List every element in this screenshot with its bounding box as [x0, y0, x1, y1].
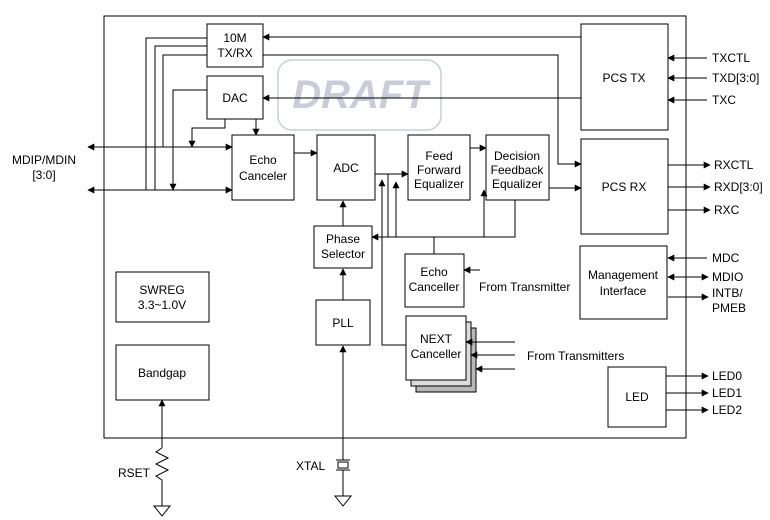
- block-10m-txrx: 10M TX/RX: [206, 23, 264, 68]
- svg-text:Canceller: Canceller: [409, 280, 460, 294]
- pin-intb: INTB/: [712, 286, 743, 300]
- xtal-label: XTAL: [296, 459, 325, 473]
- block-echo-canceler: Echo Canceler: [231, 134, 295, 201]
- from-transmitter-label: From Transmitter: [479, 280, 570, 294]
- mdi-label: MDIP/MDIN [3:0]: [12, 153, 76, 182]
- svg-text:Equalizer: Equalizer: [414, 177, 464, 191]
- svg-text:Echo: Echo: [420, 265, 448, 279]
- svg-text:ADC: ADC: [333, 161, 359, 175]
- block-pcs-tx: PCS TX: [580, 23, 669, 131]
- pin-rxctl: RXCTL: [714, 158, 754, 172]
- svg-text:Selector: Selector: [321, 247, 365, 261]
- svg-text:10M: 10M: [223, 31, 246, 45]
- block-next-canceller: NEXT Canceller: [405, 315, 477, 393]
- block-phase-selector: Phase Selector: [313, 225, 373, 269]
- pin-mdio: MDIO: [712, 270, 743, 284]
- block-pcs-rx: PCS RX: [580, 138, 669, 235]
- svg-text:NEXT: NEXT: [420, 332, 453, 346]
- pin-rxd: RXD[3:0]: [714, 180, 763, 194]
- pin-rxc: RXC: [714, 203, 740, 217]
- pin-led0: LED0: [712, 369, 742, 383]
- svg-text:MDIP/MDIN: MDIP/MDIN: [12, 153, 76, 167]
- svg-text:Bandgap: Bandgap: [138, 366, 186, 380]
- svg-text:SWREG: SWREG: [139, 283, 184, 297]
- pin-txctl: TXCTL: [712, 51, 750, 65]
- rset-label: RSET: [118, 466, 151, 480]
- block-pll: PLL: [315, 299, 371, 346]
- draft-watermark: DRAFT: [277, 59, 442, 131]
- block-swreg: SWREG 3.3~1.0V: [115, 271, 210, 323]
- connections: [87, 33, 711, 517]
- svg-text:Phase: Phase: [326, 232, 360, 246]
- block-bandgap: Bandgap: [115, 344, 210, 401]
- svg-text:Decision: Decision: [494, 149, 540, 163]
- block-management-interface: Management Interface: [579, 245, 668, 320]
- svg-text:3.3~1.0V: 3.3~1.0V: [138, 298, 186, 312]
- rset-resistor-symbol: [152, 447, 172, 517]
- svg-text:DRAFT: DRAFT: [292, 73, 431, 117]
- pin-mdc: MDC: [712, 251, 740, 265]
- block-echo-canceller: Echo Canceller: [404, 253, 465, 308]
- from-transmitters-label: From Transmitters: [527, 349, 624, 363]
- svg-text:Management: Management: [588, 268, 659, 282]
- svg-text:[3:0]: [3:0]: [32, 168, 55, 182]
- svg-text:PLL: PLL: [332, 316, 354, 330]
- svg-text:PCS RX: PCS RX: [602, 180, 647, 194]
- block-dac: DAC: [206, 75, 264, 120]
- pin-pmeb: PMEB: [712, 301, 746, 315]
- block-led: LED: [607, 366, 667, 428]
- svg-text:Feedback: Feedback: [491, 163, 545, 177]
- block-adc: ADC: [316, 134, 376, 201]
- pin-led2: LED2: [712, 403, 742, 417]
- svg-text:PCS TX: PCS TX: [602, 71, 645, 85]
- block-decision-feedback-equalizer: Decision Feedback Equalizer: [485, 134, 550, 201]
- svg-text:Echo: Echo: [249, 153, 277, 167]
- pin-txd: TXD[3:0]: [712, 71, 759, 85]
- xtal-crystal-symbol: [333, 459, 353, 507]
- block-feed-forward-equalizer: Feed Forward Equalizer: [407, 134, 471, 201]
- svg-text:Canceller: Canceller: [411, 347, 462, 361]
- svg-text:Canceler: Canceler: [239, 169, 287, 183]
- svg-text:Interface: Interface: [600, 284, 647, 298]
- svg-text:Forward: Forward: [417, 163, 461, 177]
- svg-text:TX/RX: TX/RX: [217, 46, 252, 60]
- svg-text:Equalizer: Equalizer: [492, 177, 542, 191]
- pin-txc: TXC: [712, 93, 736, 107]
- svg-text:DAC: DAC: [222, 91, 248, 105]
- svg-text:Feed: Feed: [425, 149, 452, 163]
- svg-text:LED: LED: [625, 390, 649, 404]
- pin-led1: LED1: [712, 386, 742, 400]
